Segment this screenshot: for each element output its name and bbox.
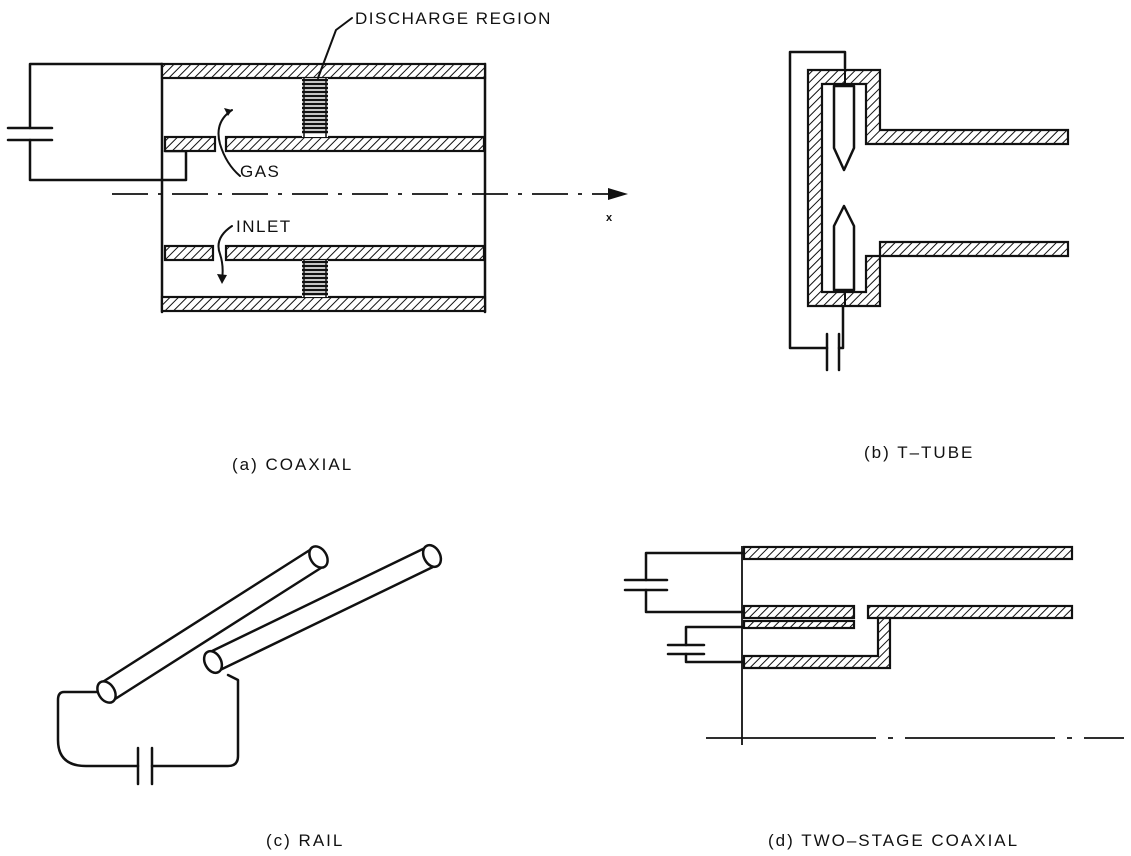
caption-t-tube: (b) T–TUBE	[864, 443, 974, 462]
gas-label: GAS	[240, 162, 280, 181]
inner-electrode-top-left	[163, 135, 217, 153]
panel-coaxial: DISCHARGE REGION GAS INLET x (a) COAXIAL	[6, 9, 628, 474]
rail-wire-left	[56, 690, 140, 768]
caption-two-stage-coaxial: (d) TWO–STAGE COAXIAL	[768, 831, 1019, 850]
inner-electrode-bottom-right	[224, 244, 486, 262]
inner-electrode-bottom-left	[163, 244, 215, 262]
discharge-region-label: DISCHARGE REGION	[355, 9, 552, 28]
stage-1-upper-band	[742, 619, 856, 630]
panel-two-stage-coaxial: (d) TWO–STAGE COAXIAL	[623, 545, 1124, 850]
axis-x-label: x	[606, 212, 613, 224]
t-tube-body	[806, 68, 1070, 308]
inner-electrode-stage-2	[866, 604, 1074, 620]
inlet-label: INLET	[236, 217, 292, 236]
discharge-region-top	[302, 78, 328, 137]
panel-rail: (c) RAIL	[56, 543, 443, 850]
axis-arrow-icon	[608, 188, 628, 200]
outer-electrode	[742, 545, 1074, 561]
discharge-region-bottom	[302, 260, 328, 297]
arrow-head-icon	[224, 108, 232, 116]
caption-rail: (c) RAIL	[266, 831, 344, 850]
inner-electrode-stage-1	[742, 604, 856, 620]
coaxial-tube	[160, 62, 487, 314]
electrode-bottom	[832, 204, 856, 292]
inner-electrode-top-right	[224, 135, 486, 153]
panel-t-tube: (b) T–TUBE	[788, 50, 1070, 462]
capacitor-symbol	[6, 62, 188, 182]
electrode-top	[832, 84, 856, 172]
rail-wire-right	[150, 673, 240, 768]
caption-coaxial: (a) COAXIAL	[232, 455, 353, 474]
outer-electrode-bottom	[160, 295, 487, 313]
arrow-head-icon	[217, 274, 227, 284]
stage-2-electrode	[742, 616, 892, 670]
